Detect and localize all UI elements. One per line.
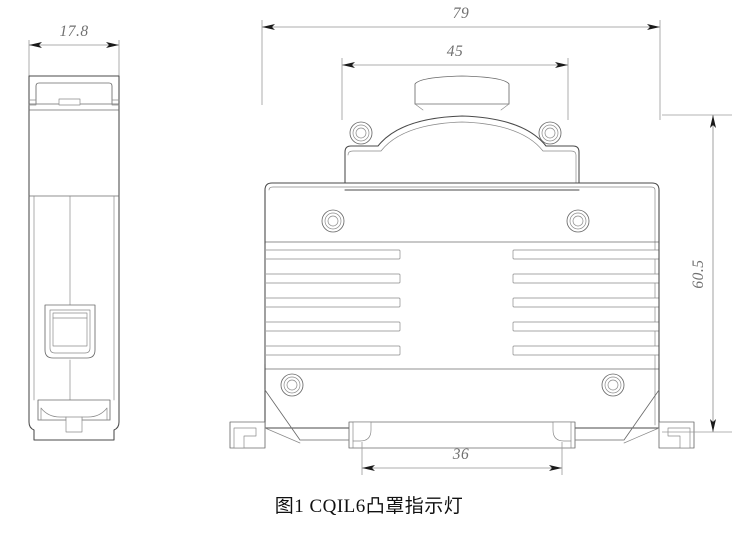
front-view-top-cap bbox=[414, 75, 510, 105]
side-view-right-tab bbox=[111, 99, 120, 106]
screw-boss-bottom-right bbox=[601, 373, 625, 397]
dimension-label-60-5: 60.5 bbox=[690, 259, 707, 288]
dimension-label-36: 36 bbox=[452, 446, 470, 463]
screw-boss-top-left bbox=[349, 121, 373, 145]
side-view-window-aperture bbox=[52, 312, 88, 347]
base-foot-right-notch bbox=[667, 427, 691, 449]
figure-caption: 图1 CQIL6凸罩指示灯 bbox=[275, 495, 464, 517]
front-view-dome-shoulder bbox=[344, 115, 580, 191]
side-view-window bbox=[44, 304, 96, 359]
base-rail-hook-right bbox=[552, 421, 572, 442]
side-view-body-outline bbox=[28, 75, 120, 441]
front-view-dome-inner-line bbox=[347, 121, 577, 191]
front-view-main-body-inner bbox=[268, 186, 656, 426]
dimension-17-8: 17.8 bbox=[28, 23, 120, 76]
dimension-36: 36 bbox=[361, 442, 563, 475]
side-view-base-tongue bbox=[65, 416, 83, 433]
base-foot-left-notch bbox=[233, 427, 257, 449]
base-rail-hook-left bbox=[352, 421, 372, 442]
dimension-45: 45 bbox=[341, 43, 569, 120]
dimension-label-45: 45 bbox=[447, 43, 464, 60]
front-view-base-foot bbox=[229, 389, 695, 449]
dimension-60-5: 60.5 bbox=[662, 114, 732, 433]
base-rail-channel bbox=[348, 421, 576, 449]
side-view-cap-nub bbox=[58, 98, 81, 106]
screw-boss-mid-left bbox=[321, 209, 345, 233]
front-view bbox=[229, 75, 695, 449]
dimension-79: 79 bbox=[261, 5, 661, 120]
screw-boss-mid-right bbox=[566, 209, 590, 233]
dimension-label-79: 79 bbox=[453, 5, 470, 22]
side-view-left-tab bbox=[28, 99, 37, 106]
screw-boss-bottom-left bbox=[280, 373, 304, 397]
screw-boss-top-right bbox=[538, 121, 562, 145]
side-view-base-clip bbox=[37, 399, 111, 433]
dimension-label-17-8: 17.8 bbox=[59, 23, 88, 40]
vent-slots-left bbox=[255, 249, 401, 356]
side-view bbox=[28, 75, 120, 441]
side-view-top-cap bbox=[35, 82, 113, 105]
